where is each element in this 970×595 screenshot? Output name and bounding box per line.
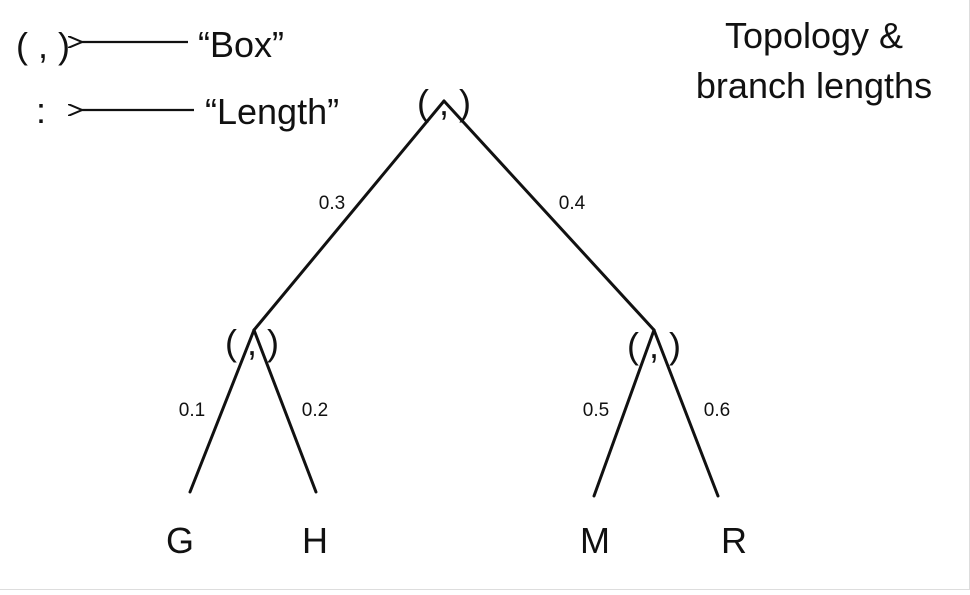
legend-box-meaning: “Box” (198, 24, 284, 65)
tree-leaves: G H M R (166, 520, 747, 561)
branch-right-r (652, 328, 720, 498)
branch-label-right-m: 0.5 (583, 400, 609, 421)
left-node-symbol: ( , ) (225, 322, 279, 363)
legend-length-meaning: “Length” (205, 91, 339, 132)
branch-label-root-left: 0.3 (319, 193, 345, 214)
leaf-h: H (302, 520, 328, 561)
branch-label-left-g: 0.1 (179, 400, 205, 421)
legend-box-symbol: ( , ) (16, 25, 70, 66)
leaf-g: G (166, 520, 194, 561)
branch-left-h (252, 328, 318, 494)
right-node-symbol: ( , ) (627, 325, 681, 366)
branch-left-g (188, 328, 256, 494)
tree-nodes: ( , ) ( , ) ( , ) (225, 82, 681, 366)
branch-labels: 0.3 0.4 0.1 0.2 0.5 0.6 (179, 193, 730, 421)
branch-root-right (442, 99, 656, 332)
branch-root-left (252, 99, 446, 332)
branch-right-m (592, 328, 656, 498)
branch-label-root-right: 0.4 (559, 193, 586, 214)
root-node-symbol: ( , ) (417, 82, 471, 123)
leaf-r: R (721, 520, 747, 561)
title-block: Topology & branch lengths (696, 15, 932, 106)
branch-label-right-r: 0.6 (704, 400, 730, 421)
title-line-1: Topology & (725, 15, 903, 56)
branch-label-left-h: 0.2 (302, 400, 328, 421)
legend: ( , ) “Box” : “Length” (16, 24, 339, 132)
leaf-m: M (580, 520, 610, 561)
title-line-2: branch lengths (696, 65, 932, 106)
legend-length-symbol: : (36, 90, 46, 131)
tree-edges (188, 99, 720, 498)
